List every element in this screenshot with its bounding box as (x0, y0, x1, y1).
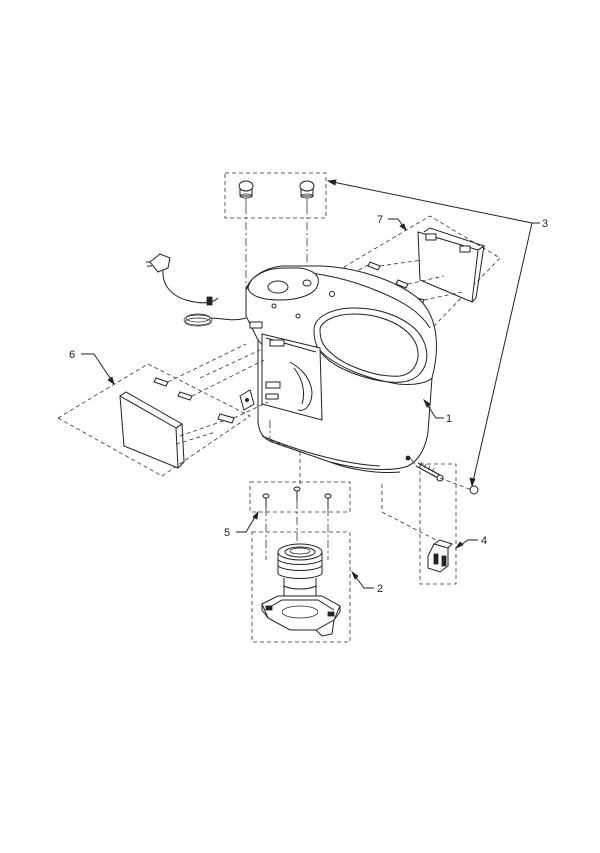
drain-adapter-group (251, 531, 351, 643)
callout-5-leader (236, 510, 259, 533)
callout-2: 2 (377, 583, 383, 595)
callout-7-leader (388, 218, 407, 231)
mounting-screws-group (249, 420, 351, 560)
screw-1 (262, 493, 270, 508)
callout-1: 1 (446, 413, 452, 425)
callout-3: 3 (542, 218, 548, 230)
callout-6: 6 (69, 349, 75, 361)
callout-5: 5 (224, 527, 230, 539)
power-cord (146, 253, 247, 327)
callout-1-leader (423, 398, 444, 419)
callout-4-leader (454, 539, 478, 549)
toilet-bowl (239, 265, 437, 473)
screw-2 (293, 486, 301, 501)
cap-group-top (224, 172, 327, 292)
callout-4: 4 (481, 535, 487, 547)
callout-7: 7 (377, 214, 383, 226)
mounting-bracket-group (381, 457, 479, 585)
callout-3-leaders (326, 179, 540, 488)
screw-3 (324, 493, 332, 508)
callout-6-leader (81, 353, 115, 385)
side-cover-left-group (57, 343, 269, 477)
callout-2-leader (351, 570, 374, 589)
